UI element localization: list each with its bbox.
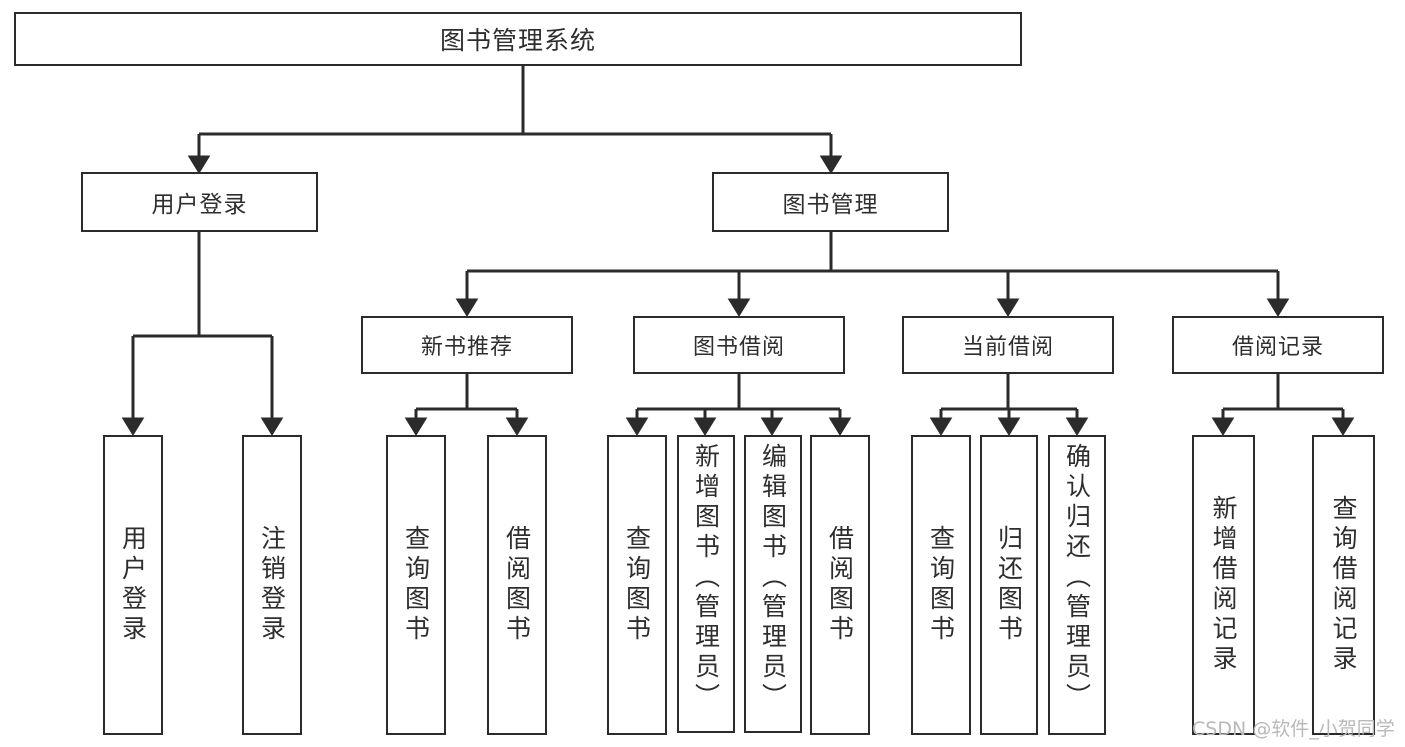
- leaf-label: 归还图书: [994, 525, 1024, 645]
- leaf-current-borrow-return-book[interactable]: 归还图书: [980, 435, 1038, 735]
- csdn-watermark: CSDN @软件_小贺同学: [1192, 718, 1395, 740]
- leaf-records-query-record[interactable]: 查询借阅记录: [1312, 435, 1375, 735]
- leaf-user-login-login[interactable]: 用户登录: [103, 435, 163, 735]
- node-label: 图书管理: [782, 192, 879, 218]
- leaf-book-borrow-add-book-admin[interactable]: 新增图书（管理员）: [677, 435, 735, 733]
- leaf-label: 借阅图书: [825, 525, 855, 645]
- node-new-book-recommend[interactable]: 新书推荐: [361, 316, 573, 374]
- node-user-login[interactable]: 用户登录: [81, 172, 318, 232]
- leaf-label: 查询图书: [622, 525, 652, 645]
- leaf-label: 编辑图书（管理员）: [758, 443, 788, 713]
- leaf-current-borrow-confirm-return-admin[interactable]: 确认归还（管理员）: [1048, 435, 1106, 735]
- leaf-label: 查询图书: [926, 525, 956, 645]
- leaf-label: 用户登录: [118, 525, 148, 645]
- leaf-new-book-borrow-book[interactable]: 借阅图书: [487, 435, 547, 735]
- node-current-borrow[interactable]: 当前借阅: [902, 316, 1114, 374]
- leaf-user-login-logout[interactable]: 注销登录: [242, 435, 302, 735]
- leaf-label: 借阅图书: [502, 525, 532, 645]
- leaf-book-borrow-edit-book-admin[interactable]: 编辑图书（管理员）: [744, 435, 802, 733]
- node-label: 图书借阅: [692, 335, 785, 360]
- leaf-records-add-record[interactable]: 新增借阅记录: [1192, 435, 1255, 735]
- node-borrow-records[interactable]: 借阅记录: [1172, 316, 1384, 374]
- leaf-new-book-query-book[interactable]: 查询图书: [386, 435, 446, 735]
- leaf-label: 新增借阅记录: [1209, 495, 1238, 675]
- leaf-current-borrow-query-book[interactable]: 查询图书: [911, 435, 971, 735]
- leaf-label: 查询借阅记录: [1329, 495, 1358, 675]
- node-label: 用户登录: [151, 192, 248, 218]
- leaf-label: 注销登录: [257, 525, 287, 645]
- node-label: 图书管理系统: [439, 26, 596, 55]
- node-label: 当前借阅: [961, 335, 1054, 360]
- leaf-label: 查询图书: [401, 525, 431, 645]
- node-book-management[interactable]: 图书管理: [712, 172, 949, 232]
- node-label: 新书推荐: [420, 335, 513, 360]
- leaf-label: 新增图书（管理员）: [691, 443, 721, 713]
- node-root-book-management-system[interactable]: 图书管理系统: [14, 12, 1022, 66]
- leaf-book-borrow-query-book[interactable]: 查询图书: [607, 435, 667, 735]
- leaf-book-borrow-borrow-book[interactable]: 借阅图书: [810, 435, 870, 735]
- node-book-borrow[interactable]: 图书借阅: [633, 316, 845, 374]
- node-label: 借阅记录: [1231, 335, 1324, 360]
- leaf-label: 确认归还（管理员）: [1062, 443, 1092, 713]
